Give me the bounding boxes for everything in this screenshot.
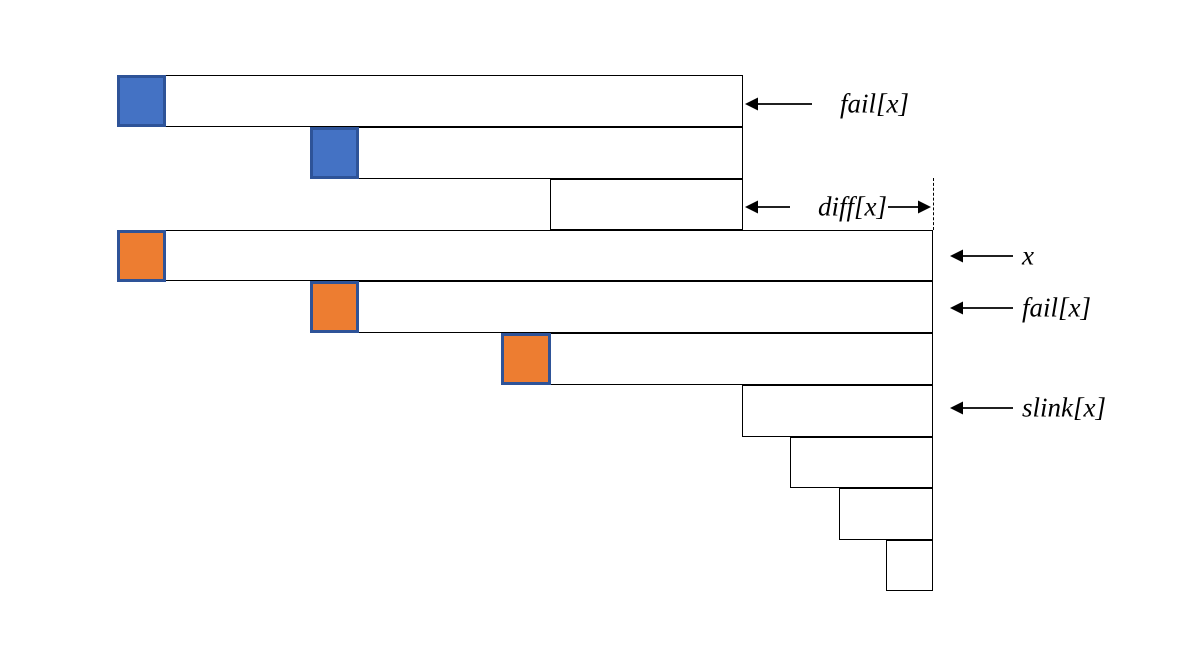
diff-dashed-guide	[933, 178, 934, 230]
arrow-slink	[950, 401, 1013, 415]
orange-marker-2	[310, 281, 359, 333]
bottom-bar-5	[790, 437, 933, 488]
bottom-bar-6	[839, 488, 933, 540]
arrow-fail-top	[745, 97, 812, 111]
bottom-bar-1	[117, 230, 933, 281]
bottom-bar-7	[886, 540, 933, 591]
arrow-diff-left	[745, 200, 790, 214]
bottom-bar-4	[742, 385, 933, 437]
top-bar-2	[310, 127, 743, 179]
bottom-bar-3	[501, 333, 933, 385]
arrow-fail-bottom	[950, 301, 1013, 315]
label-fail-bottom: fail[x]	[1022, 292, 1092, 323]
blue-marker-2	[310, 127, 359, 179]
label-fail-top: fail[x]	[840, 88, 910, 119]
arrow-diff-right	[888, 200, 931, 214]
orange-marker-1	[117, 230, 166, 282]
label-slink: slink[x]	[1022, 392, 1106, 423]
label-diff: diff[x]	[818, 191, 888, 222]
blue-marker-1	[117, 75, 166, 127]
orange-marker-3	[501, 333, 551, 385]
label-x: x	[1022, 240, 1034, 271]
top-bar-3	[550, 179, 743, 230]
top-bar-1	[117, 75, 743, 127]
arrow-x	[950, 249, 1013, 263]
bottom-bar-2	[310, 281, 933, 333]
